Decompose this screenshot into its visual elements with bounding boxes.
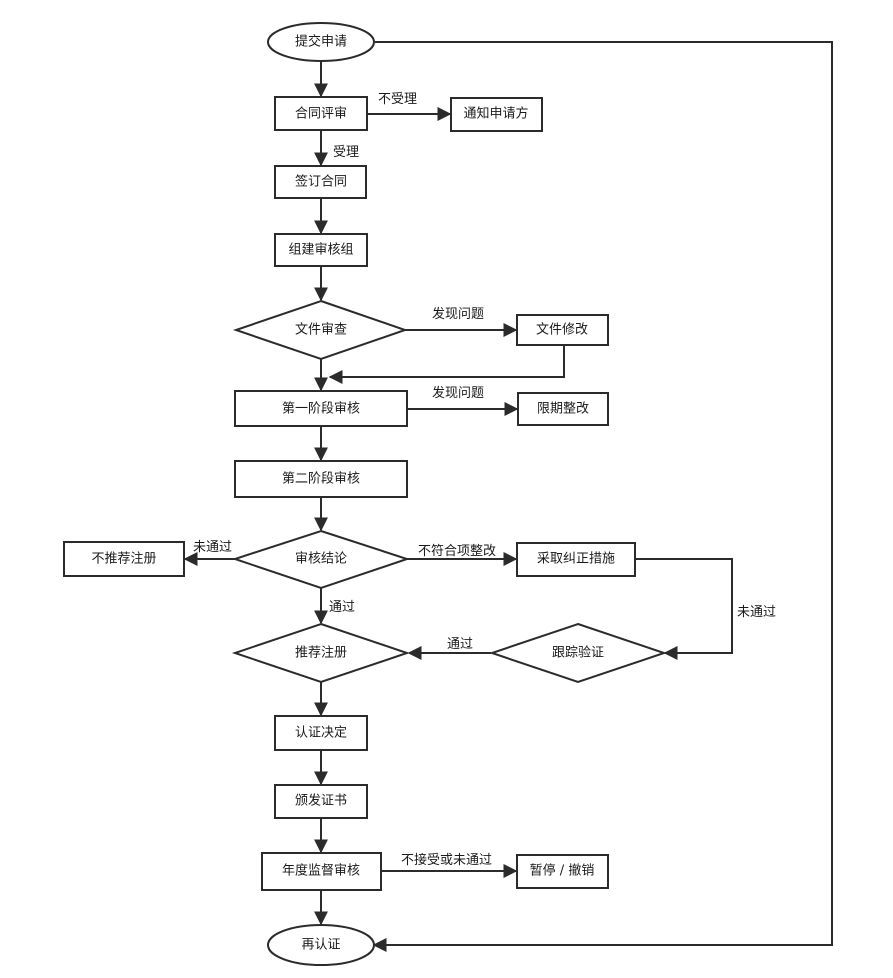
node-stage1-audit: 第一阶段审核 [234,390,408,427]
label-issue-found-2: 发现问题 [432,385,484,401]
deadline-fix-box [517,392,609,426]
label-not-accepted: 不受理 [378,92,417,107]
label-accepted: 受理 [333,145,359,160]
node-recert: 再认证 [267,924,375,966]
node-form-team: 组建审核组 [274,233,368,267]
node-doc-revise: 文件修改 [516,314,609,346]
stage1-audit-box [234,390,408,427]
node-deadline-fix: 限期整改 [517,392,609,426]
node-annual-audit: 年度监督审核 [261,852,382,891]
label-issue-found-1: 发现问题 [432,306,484,322]
node-audit-conclusion: 审核结论 [231,529,411,590]
node-issue-cert: 颁发证书 [274,784,368,819]
audit-conclusion-diamond [231,529,411,590]
contract-review-box [274,96,368,131]
cert-decision-box [274,715,368,751]
node-notify-applicant-label: 通知申请方 [463,106,528,122]
node-sign-contract: 签订合同 [274,165,367,199]
form-team-box [274,233,368,267]
node-corrective-action-label: 采取纠正措施 [537,552,615,567]
follow-verify-diamond [488,622,668,684]
edge-labels: 不受理 受理 发现问题 发现问题 不符合项整改 未通过 通过 未通过 通过 不接… [193,92,776,868]
connectors [183,41,833,952]
edge-submit-to-recert-loop [372,41,833,952]
node-stage2-audit-label: 第二阶段审核 [282,472,360,487]
doc-revise-box [516,314,609,346]
node-recommend-label: 推荐注册 [295,646,347,661]
suspend-revoke-box [516,854,609,889]
node-doc-revise-label: 文件修改 [536,323,588,338]
node-recert-label: 再认证 [301,938,340,953]
start-ellipse [267,22,375,62]
label-failed-right: 未通过 [737,605,776,620]
end-ellipse [267,924,375,966]
node-form-team-label: 组建审核组 [288,243,353,258]
node-doc-review: 文件审查 [232,299,409,361]
node-not-recommend: 不推荐注册 [63,541,185,577]
label-passed-down: 通过 [329,600,355,615]
edge-corrective-to-verify [635,558,733,660]
label-not-accept-or-fail: 不接受或未通过 [401,852,492,868]
node-follow-verify-label: 跟踪验证 [552,645,604,661]
node-follow-verify: 跟踪验证 [488,622,668,684]
edge-revise-back [328,345,565,384]
node-cert-decision: 认证决定 [274,715,368,751]
node-stage2-audit: 第二阶段审核 [234,460,408,498]
annual-audit-box [261,852,382,891]
node-contract-review-label: 合同评审 [295,107,347,122]
label-failed-left: 未通过 [193,540,232,555]
node-notify-applicant: 通知申请方 [450,97,543,132]
node-sign-contract-label: 签订合同 [295,174,347,190]
node-contract-review: 合同评审 [274,96,368,131]
issue-cert-box [274,784,368,819]
node-submit: 提交申请 [267,22,375,62]
node-deadline-fix-label: 限期整改 [537,402,589,417]
node-corrective-action: 采取纠正措施 [516,542,636,577]
node-cert-decision-label: 认证决定 [295,726,347,741]
label-passed-left: 通过 [447,637,473,652]
doc-review-diamond [232,299,409,361]
corrective-action-box [516,542,636,577]
node-audit-conclusion-label: 审核结论 [295,552,347,567]
node-recommend: 推荐注册 [231,622,411,684]
node-stage1-audit-label: 第一阶段审核 [282,402,360,417]
node-not-recommend-label: 不推荐注册 [91,552,156,567]
node-doc-review-label: 文件审查 [295,323,347,338]
recommend-diamond [231,622,411,684]
node-suspend-revoke-label: 暂停 / 撤销 [530,863,595,879]
stage2-audit-box [234,460,408,498]
not-recommend-box [63,541,185,577]
node-suspend-revoke: 暂停 / 撤销 [516,854,609,889]
sign-contract-box [274,165,367,199]
node-submit-label: 提交申请 [295,34,347,50]
node-annual-audit-label: 年度监督审核 [282,863,360,879]
node-issue-cert-label: 颁发证书 [295,793,347,809]
notify-applicant-box [450,97,543,132]
label-nonconform-fix: 不符合项整改 [418,543,496,559]
